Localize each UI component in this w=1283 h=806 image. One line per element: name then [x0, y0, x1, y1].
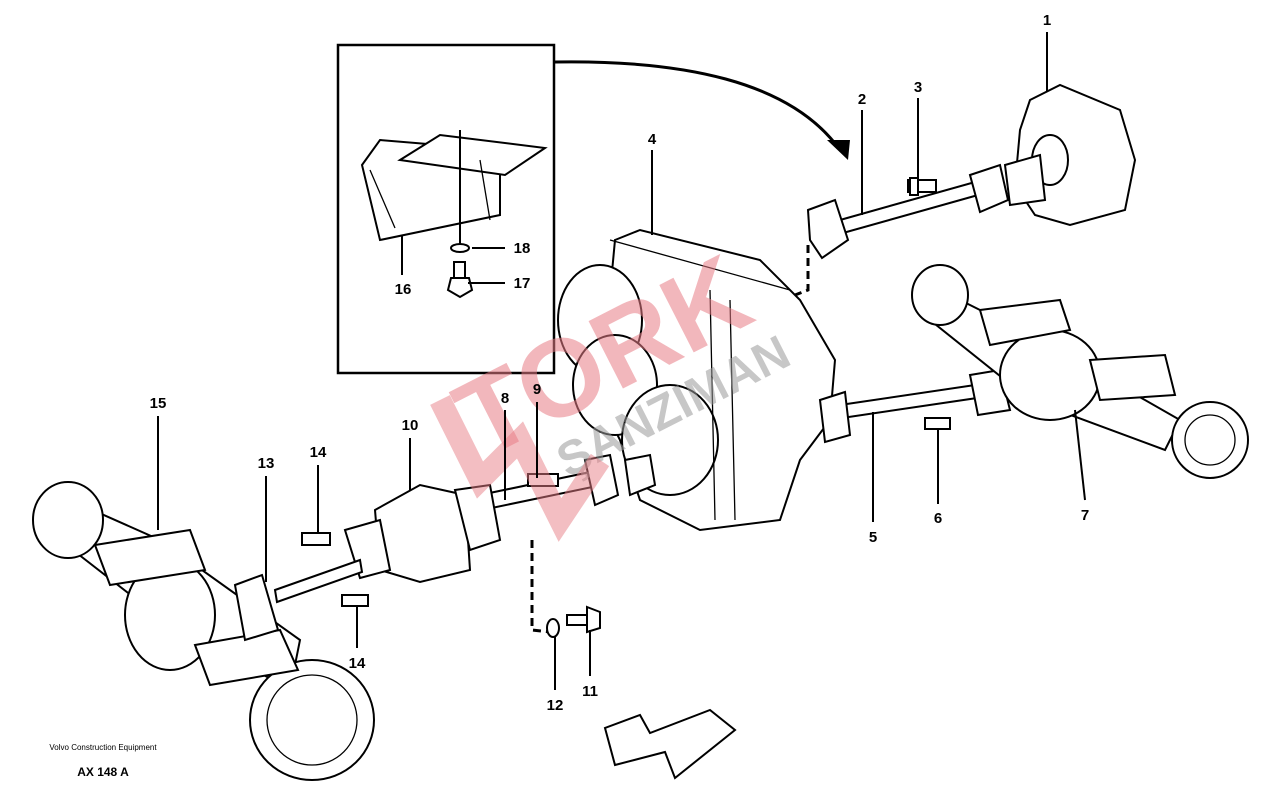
- callout-3: 3: [914, 79, 922, 96]
- callout-14-upper: 14: [310, 444, 327, 461]
- callout-7: 7: [1081, 507, 1089, 524]
- drawing-code: AX 148 A: [77, 765, 129, 779]
- callout-15: 15: [150, 395, 167, 412]
- direction-arrow-icon: [603, 708, 737, 780]
- callout-5: 5: [869, 529, 877, 546]
- callout-16: 16: [395, 281, 412, 298]
- part-1-transfer-housing: [1003, 83, 1137, 227]
- leader-lines: [157, 32, 1086, 690]
- inset-detail-box: [336, 43, 556, 375]
- callout-14-lower: 14: [349, 655, 366, 672]
- callout-11: 11: [582, 683, 598, 700]
- callout-17: 17: [514, 275, 531, 292]
- callout-2: 2: [858, 91, 866, 108]
- part-2-propeller-shaft: [806, 163, 1010, 260]
- callout-13: 13: [258, 455, 275, 472]
- callout-12: 12: [547, 697, 564, 714]
- callout-4: 4: [648, 131, 657, 148]
- publisher-label: Volvo Construction Equipment: [49, 743, 157, 752]
- part-15-front-axle: [32, 481, 375, 781]
- callout-6: 6: [934, 510, 942, 527]
- part-12-washer: [546, 618, 560, 638]
- part-11-bolt: [566, 605, 601, 634]
- part-5-propeller-shaft: [818, 368, 1012, 444]
- inset-arrow: [554, 60, 842, 151]
- callout-18: 18: [514, 240, 531, 257]
- part-10-parking-brake: [301, 483, 502, 584]
- callout-8: 8: [501, 390, 509, 407]
- part-7-rear-axle: [911, 264, 1249, 479]
- callout-10: 10: [402, 417, 419, 434]
- callout-9: 9: [533, 381, 541, 398]
- callout-1: 1: [1043, 12, 1051, 29]
